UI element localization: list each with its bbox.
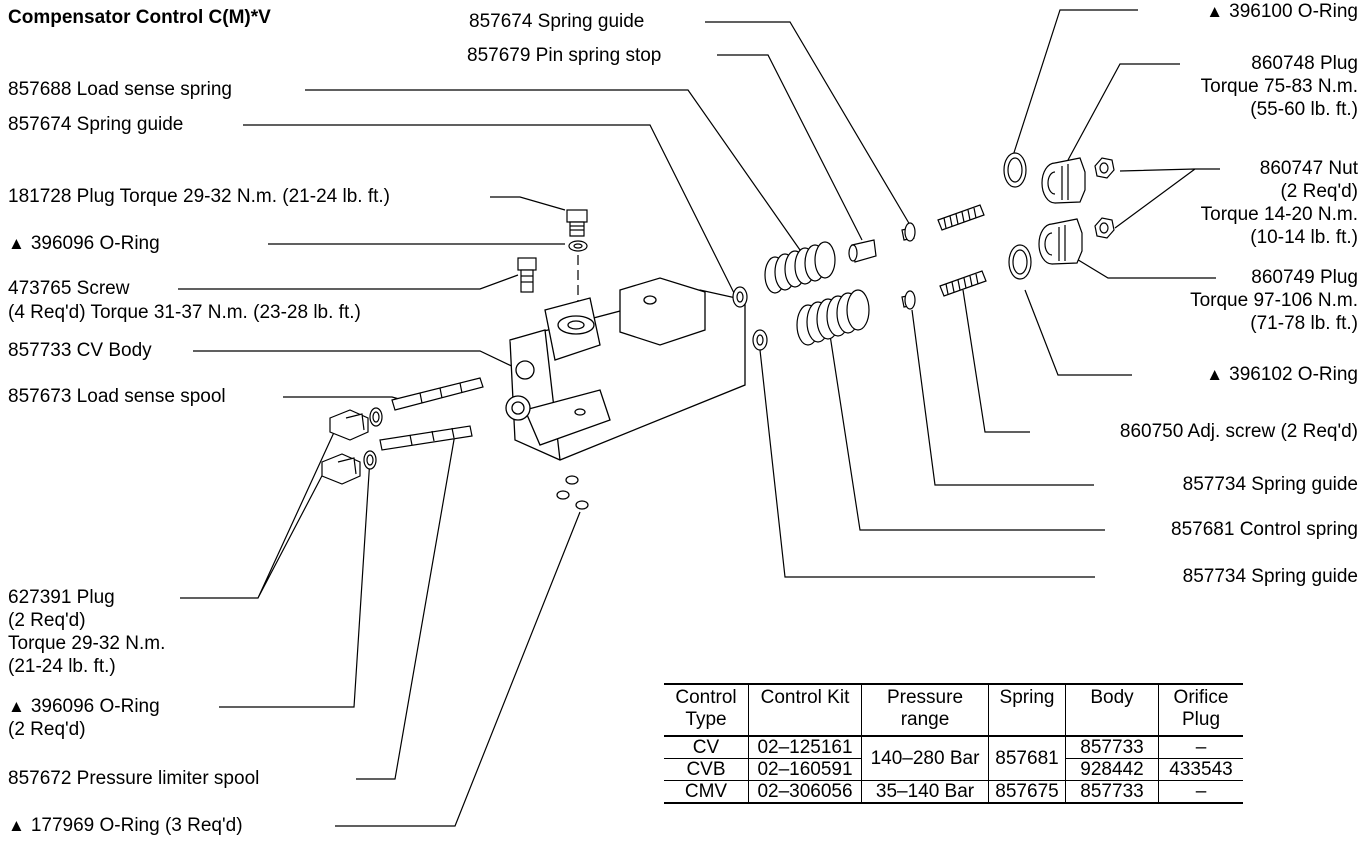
- label-plug-860748: 860748 Plug: [1251, 53, 1358, 74]
- cell-orifice: –: [1158, 736, 1243, 759]
- table-row: CVB 02–160591 928442 433543: [664, 758, 1243, 781]
- leader-spring-guide-857734-b: [759, 349, 1095, 578]
- leader-control-spring: [829, 334, 1105, 531]
- cell-kit: 02–306056: [748, 780, 862, 804]
- header-spring: Spring: [988, 684, 1066, 736]
- label-spring-guide-top: 857674 Spring guide: [469, 11, 645, 32]
- leader-adj-screw: [962, 289, 1030, 433]
- label-nut-860747-qty: (2 Req'd): [1280, 181, 1358, 202]
- right-parts: [1003, 152, 1115, 280]
- control-spring-drawing: [796, 289, 870, 346]
- cell-spring: 857681: [988, 736, 1066, 781]
- cell-type: CMV: [664, 780, 749, 804]
- cell-type: CVB: [664, 758, 749, 781]
- diagram-title: Compensator Control C(M)*V: [8, 7, 271, 28]
- label-oring-396096-top: ▲396096 O-Ring: [8, 233, 160, 254]
- label-plug-860749: 860749 Plug: [1251, 267, 1358, 288]
- label-spring-guide-left: 857674 Spring guide: [8, 114, 184, 135]
- cell-body: 928442: [1065, 758, 1159, 781]
- plug-860749-drawing: [1038, 218, 1083, 265]
- label-spring-guide-857734-b: 857734 Spring guide: [1182, 566, 1358, 587]
- nut-860747-drawing: [1094, 157, 1115, 239]
- label-oring-177969: ▲177969 O-Ring (3 Req'd): [8, 815, 243, 836]
- label-adj-screw-860750: 860750 Adj. screw (2 Req'd): [1119, 421, 1358, 442]
- triangle-icon: ▲: [1206, 365, 1224, 384]
- header-orifice-plug: Orifice Plug: [1158, 684, 1243, 736]
- leader-plug-860749: [1074, 257, 1216, 279]
- label-pin-spring-stop: 857679 Pin spring stop: [467, 45, 662, 66]
- header-body: Body: [1065, 684, 1159, 736]
- label-oring-396100: ▲396100 O-Ring: [1206, 1, 1358, 22]
- leader-load-sense-spool: [283, 396, 411, 403]
- label-load-sense-spring: 857688 Load sense spring: [8, 79, 232, 100]
- label-cv-body: 857733 CV Body: [8, 340, 152, 361]
- leader-plug-627391: [180, 427, 337, 599]
- cell-body: 857733: [1065, 780, 1159, 804]
- cell-kit: 02–160591: [748, 758, 862, 781]
- leader-spring-guide-top: [705, 21, 911, 226]
- leader-screw-473765: [178, 274, 519, 290]
- label-screw-473765-qty: (4 Req'd) Torque 31-37 N.m. (23-28 lb. f…: [8, 302, 361, 323]
- header-control-kit: Control Kit: [748, 684, 862, 736]
- triangle-icon: ▲: [8, 234, 25, 253]
- cell-pressure: 140–280 Bar: [861, 736, 989, 781]
- label-spring-guide-857734-a: 857734 Spring guide: [1182, 474, 1358, 495]
- leader-oring-396102: [1024, 289, 1132, 376]
- cell-kit: 02–125161: [748, 736, 862, 759]
- plug-860748-drawing: [1041, 157, 1086, 204]
- label-nut-860747-lbft: (10-14 lb. ft.): [1250, 227, 1358, 248]
- leader-spring-guide-left: [243, 124, 736, 296]
- label-nut-860747: 860747 Nut: [1259, 158, 1358, 179]
- label-plug-860748-lbft: (55-60 lb. ft.): [1250, 99, 1358, 120]
- leader-nut-860747: [1114, 168, 1220, 229]
- triangle-icon: ▲: [8, 816, 25, 835]
- label-oring-396096-bottom-qty: (2 Req'd): [8, 719, 86, 740]
- label-oring-396102: ▲396102 O-Ring: [1206, 364, 1358, 385]
- leader-oring-396096-bottom: [219, 457, 371, 708]
- label-plug-860749-lbft: (71-78 lb. ft.): [1250, 313, 1358, 334]
- middle-parts: [732, 204, 987, 351]
- label-plug-627391-torque: Torque 29-32 N.m.: [8, 633, 166, 654]
- leader-plug-860748: [1067, 63, 1180, 161]
- triangle-icon: ▲: [8, 697, 25, 716]
- table-header-row: Control Type Control Kit Pressure range …: [664, 684, 1243, 736]
- label-load-sense-spool: 857673 Load sense spool: [8, 386, 226, 407]
- label-plug-627391: 627391 Plug: [8, 587, 115, 608]
- label-plug-627391-qty: (2 Req'd): [8, 610, 86, 631]
- leader-oring-396100: [1009, 9, 1138, 166]
- header-control-type: Control Type: [675, 687, 737, 730]
- leader-pressure-limiter: [356, 433, 456, 780]
- label-plug-860749-torque: Torque 97-106 N.m.: [1190, 290, 1358, 311]
- label-screw-473765: 473765 Screw: [8, 278, 130, 299]
- label-pressure-limiter-spool: 857672 Pressure limiter spool: [8, 768, 260, 789]
- table-row: CMV 02–306056 35–140 Bar 857675 857733 –: [664, 780, 1243, 804]
- leader-pin-spring-stop: [717, 54, 863, 241]
- control-spec-table: Control Type Control Kit Pressure range …: [664, 683, 1243, 804]
- load-sense-spring-drawing: [764, 241, 836, 294]
- leader-plug-181728: [490, 196, 566, 211]
- label-plug-181728: 181728 Plug Torque 29-32 N.m. (21-24 lb.…: [8, 186, 390, 207]
- leader-spring-guide-857734-a: [911, 309, 1094, 486]
- leader-load-sense-spring: [305, 89, 801, 251]
- label-control-spring-857681: 857681 Control spring: [1171, 519, 1358, 540]
- adj-screw-drawing: [937, 204, 987, 297]
- table-row: CV 02–125161 140–280 Bar 857681 857733 –: [664, 736, 1243, 781]
- leader-oring-177969: [335, 511, 581, 827]
- label-nut-860747-torque: Torque 14-20 N.m.: [1200, 204, 1358, 225]
- cell-orifice: –: [1158, 780, 1243, 804]
- header-pressure-range: Pressure range: [861, 684, 989, 736]
- cell-orifice: 433543: [1158, 758, 1243, 781]
- label-plug-627391-lbft: (21-24 lb. ft.): [8, 656, 116, 677]
- cell-body: 857733: [1065, 736, 1159, 759]
- leader-cv-body: [193, 350, 521, 371]
- triangle-icon: ▲: [1206, 2, 1224, 21]
- label-plug-860748-torque: Torque 75-83 N.m.: [1200, 76, 1358, 97]
- label-oring-396096-bottom: ▲396096 O-Ring: [8, 696, 160, 717]
- cell-pressure: 35–140 Bar: [861, 780, 989, 804]
- cell-spring: 857675: [988, 780, 1066, 804]
- cell-type: CV: [664, 736, 749, 759]
- left-parts: [321, 209, 589, 510]
- cv-body-drawing: [505, 277, 746, 461]
